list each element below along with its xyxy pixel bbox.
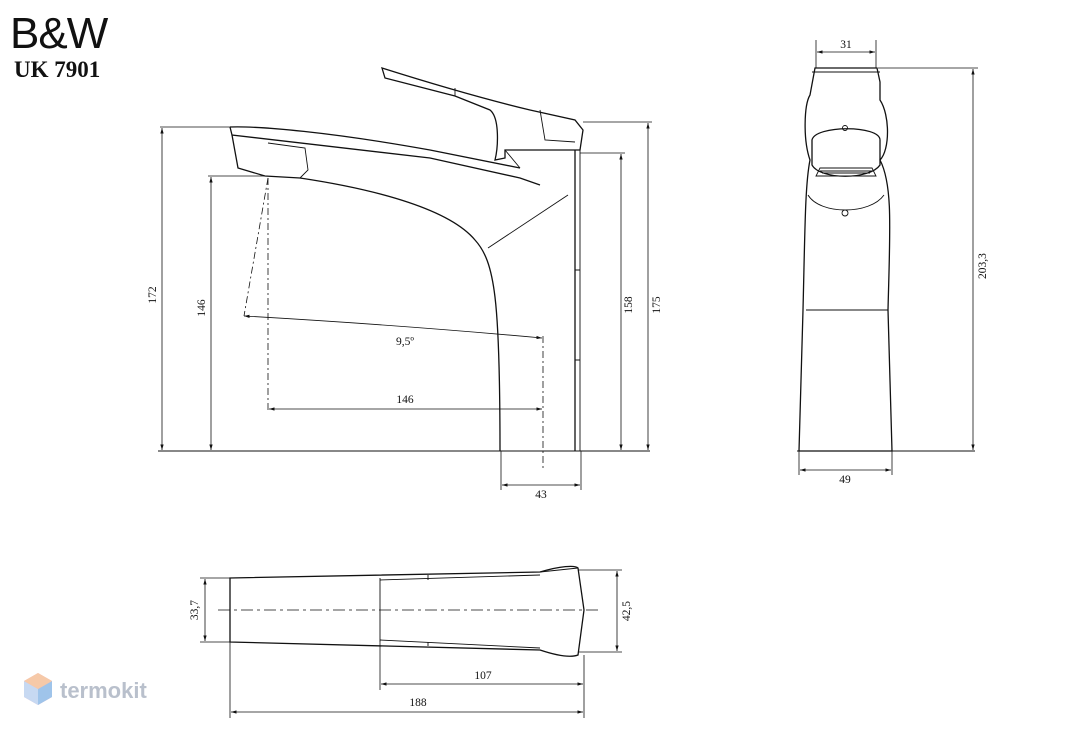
dim-total-length: 188: [409, 697, 427, 709]
dim-base-width: 49: [839, 474, 851, 486]
brand-logo: B&W: [10, 9, 109, 58]
dim-body-width: 42,5: [621, 601, 633, 621]
dim-spray-angle: 9,5º: [396, 336, 414, 348]
dim-spout-width: 33,7: [189, 600, 201, 620]
dim-base-depth: 43: [535, 489, 547, 501]
dim-max-height: 175: [651, 296, 663, 314]
dim-total-height: 172: [147, 286, 159, 304]
dim-body-length: 107: [474, 670, 492, 682]
watermark-text: termokit: [60, 678, 147, 703]
dim-outlet-height: 146: [196, 299, 208, 317]
dim-reach: 146: [396, 394, 414, 406]
model-number: UK 7901: [14, 57, 100, 82]
front-view: 31 203,3 49: [797, 39, 989, 486]
dim-front-height: 203,3: [977, 253, 989, 279]
top-view: 33,7 42,5 107 188: [189, 565, 633, 718]
dim-top-width: 31: [840, 39, 852, 51]
watermark: termokit: [24, 673, 147, 705]
hexagon-cube-icon: [24, 673, 52, 705]
dim-lever-height: 158: [623, 296, 635, 314]
side-view: 172 146 158 175 9,5º 146 43: [147, 67, 663, 501]
